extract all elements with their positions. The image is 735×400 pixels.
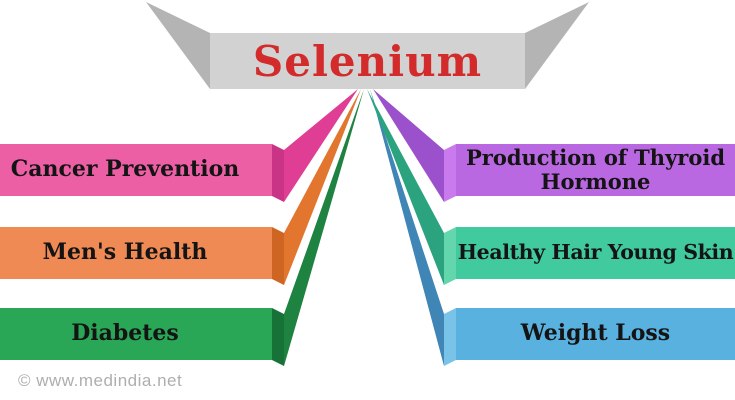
benefit-bar-mens-health: Men's Health: [0, 227, 272, 279]
fold-cap-cancer-prevention: [272, 144, 284, 202]
fold-cap-healthy-hair-young-skin: [444, 227, 456, 285]
benefit-bar-weight-loss: Weight Loss: [456, 308, 735, 360]
benefit-label: Weight Loss: [520, 320, 671, 347]
ray-diabetes: [284, 89, 364, 366]
banner-panel: [210, 33, 525, 89]
banner-right-wing: [525, 2, 589, 89]
copyright-watermark: © www.medindia.net: [18, 371, 183, 390]
benefit-bar-diabetes: Diabetes: [0, 308, 272, 360]
benefit-label: Cancer Prevention: [10, 156, 240, 183]
benefit-label: Healthy Hair Young Skin: [457, 240, 734, 265]
benefit-bar-thyroid-hormone: Production of Thyroid Hormone: [456, 144, 735, 196]
banner-left-wing: [146, 2, 210, 89]
ray-cancer-prevention: [284, 89, 358, 202]
ray-men-s-health: [284, 89, 361, 285]
benefit-label: Men's Health: [42, 239, 208, 266]
page-title: Selenium: [252, 36, 483, 86]
fold-cap-diabetes: [272, 308, 284, 366]
benefit-bar-healthy-hair-young-skin: Healthy Hair Young Skin: [456, 227, 735, 279]
benefit-label: Production of Thyroid Hormone: [465, 144, 726, 194]
benefit-label: Diabetes: [71, 320, 179, 347]
benefit-bar-cancer-prevention: Cancer Prevention: [0, 144, 272, 196]
fold-cap-production-of-thyroid-hormone: [444, 144, 456, 202]
ray-healthy-hair-young-skin: [367, 89, 444, 285]
ray-weight-loss: [370, 89, 444, 366]
fold-cap-weight-loss: [444, 308, 456, 366]
fold-cap-men-s-health: [272, 227, 284, 285]
ray-fan: [272, 89, 456, 366]
ray-production-of-thyroid-hormone: [373, 89, 444, 202]
